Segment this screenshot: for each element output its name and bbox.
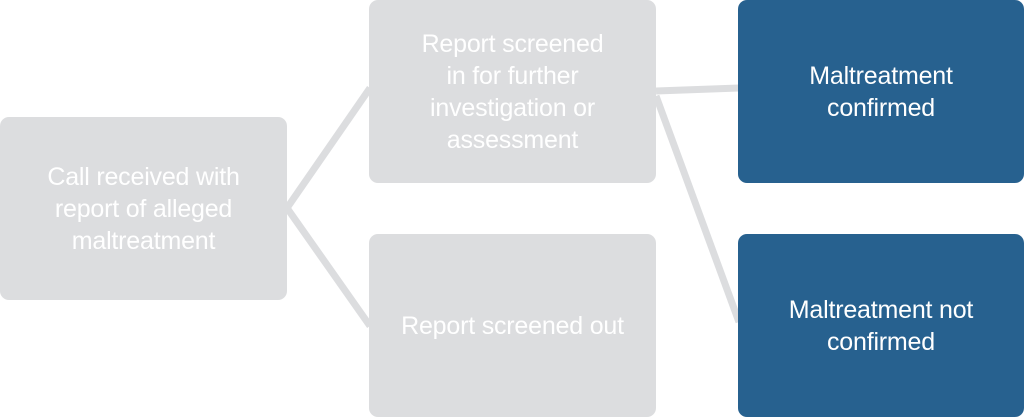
edge-call-to-screened-out: [284, 205, 373, 329]
node-report-screened-out: Report screened out: [369, 234, 656, 417]
node-report-screened-in: Report screened in for further investiga…: [369, 0, 656, 183]
edge-screened-in-to-not-confirmed: [652, 94, 743, 324]
node-call-received-label: Call received with report of alleged mal…: [47, 162, 240, 255]
node-maltreatment-not-confirmed-label: Maltreatment not confirmed: [788, 295, 974, 356]
edge-call-to-screened-in: [284, 86, 373, 210]
node-report-screened-in-label: Report screened in for further investiga…: [421, 29, 604, 154]
node-report-screened-out-label: Report screened out: [401, 311, 624, 340]
node-maltreatment-not-confirmed: Maltreatment not confirmed: [738, 234, 1024, 417]
node-call-received: Call received with report of alleged mal…: [0, 117, 287, 300]
node-maltreatment-confirmed: Maltreatment confirmed: [738, 0, 1024, 183]
node-maltreatment-confirmed-label: Maltreatment confirmed: [809, 61, 953, 122]
edge-screened-in-to-confirmed: [655, 84, 740, 95]
